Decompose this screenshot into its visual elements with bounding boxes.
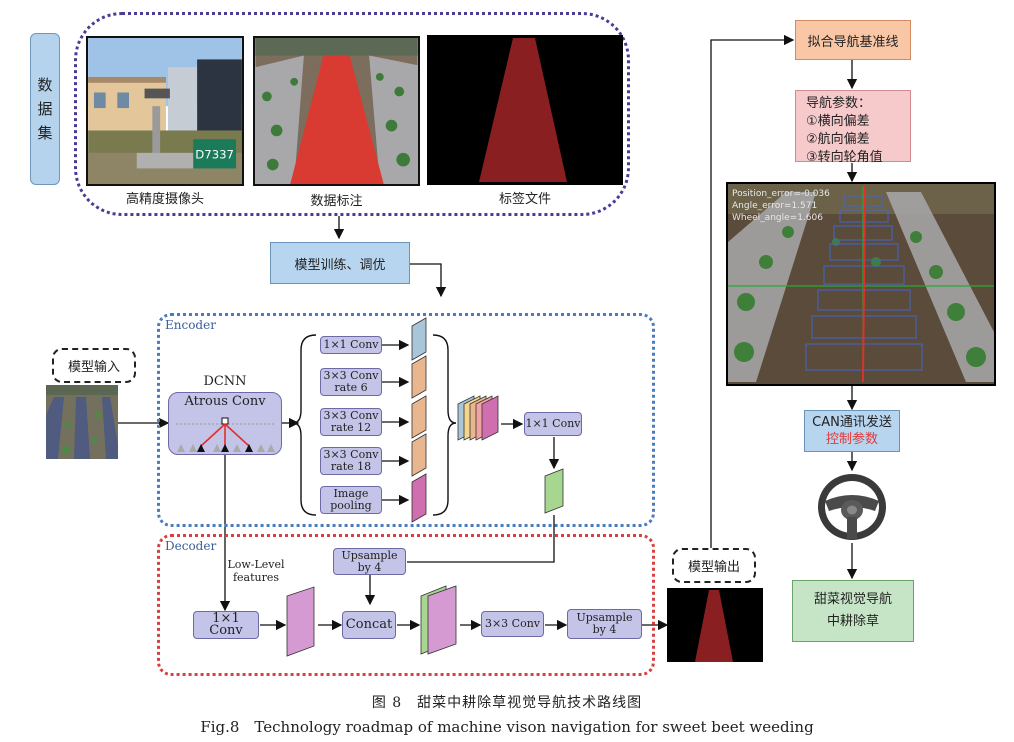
feature-map-rate12: [411, 395, 427, 439]
branch-3x3-rate18: 3×3 Conv rate 18: [320, 447, 382, 475]
upsample-by4-output: Upsample by 4: [567, 609, 642, 639]
encoder-section: [157, 313, 655, 527]
encoder-feature-maps: [411, 317, 499, 523]
branch-label-line2: rate 12: [330, 421, 372, 434]
decoder-3x3-conv-label: 3×3 Conv: [484, 617, 541, 630]
feature-map-pooling: [411, 473, 427, 523]
concat-label: Concat: [345, 617, 393, 632]
nav-params-box: 导航参数： ①横向偏差 ②航向偏差 ③转向轮角值: [795, 90, 911, 165]
low-level-line2: features: [232, 571, 280, 584]
encoder-output-feature: [544, 468, 564, 514]
license-plate-text: D7337: [195, 148, 234, 162]
result-line2: 中耕除草: [826, 614, 879, 629]
label-mask-image: [427, 35, 623, 185]
overlay-wheel-angle: Wheel_angle=1.606: [732, 213, 823, 223]
navigation-result-image: Position_error=-0.036 Angle_error=1.571 …: [726, 182, 996, 386]
dataset-label-char: 数: [37, 76, 53, 94]
nav-params-title: 导航参数：: [806, 96, 872, 111]
camera-photo: D7337: [86, 36, 244, 186]
branch-label-line1: 3×3 Conv: [323, 448, 379, 461]
decoder-label: Decoder: [165, 539, 217, 553]
model-training-box: 模型训练、调优: [270, 242, 410, 284]
annotation-photo: [253, 36, 420, 186]
atrous-conv-label: Atrous Conv: [184, 394, 266, 409]
upsample-by4-top: Upsample by 4: [333, 548, 406, 575]
overlay-angle-error: Angle_error=1.571: [732, 201, 817, 211]
feature-map-rate18: [411, 433, 427, 477]
branch-image-pooling: Image pooling: [320, 486, 382, 514]
model-input-image: [46, 385, 118, 459]
nav-param-item: ①横向偏差: [806, 114, 870, 129]
dcnn-title: DCNN: [203, 374, 247, 389]
steering-wheel-icon: [818, 474, 886, 540]
branch-3x3-rate12: 3×3 Conv rate 12: [320, 408, 382, 436]
decoder-3x3-conv: 3×3 Conv: [481, 611, 544, 637]
figure-caption-cn: 图 8 甜菜中耕除草视觉导航技术路线图: [371, 695, 643, 711]
overlay-position-error: Position_error=-0.036: [732, 189, 830, 199]
branch-label-line1: 3×3 Conv: [323, 369, 379, 382]
feature-map-rate6: [411, 355, 427, 399]
branch-label-line1: 3×3 Conv: [323, 409, 379, 422]
atrous-kernel-diagram: [176, 417, 275, 452]
concat-stack-layer: [481, 395, 499, 441]
branch-label-line2: rate 6: [334, 381, 368, 394]
can-send-line2: 控制参数: [825, 432, 878, 447]
result-box: 甜菜视觉导航 中耕除草: [792, 580, 914, 642]
decoder-1x1-conv: 1×1 Conv: [193, 611, 259, 639]
decoder-section: [157, 534, 655, 676]
camera-caption: 高精度摄像头: [125, 192, 204, 207]
model-input-label: 模型输入: [52, 348, 136, 383]
model-output-image: [667, 588, 763, 662]
concat-block: Concat: [342, 611, 396, 639]
label-file-caption: 标签文件: [498, 192, 551, 207]
figure-caption-en: Fig.8 Technology roadmap of machine viso…: [200, 718, 814, 736]
low-level-line1: Low-Level: [227, 558, 285, 571]
can-send-line1: CAN通讯发送: [812, 415, 892, 430]
merge-1x1-conv: 1×1 Conv: [524, 412, 582, 436]
feature-map-1x1: [411, 317, 427, 361]
can-send-box: CAN通讯发送 控制参数: [804, 410, 900, 452]
decoder-concat-feature: [420, 585, 457, 655]
decoder-low-level-feature: [286, 586, 315, 657]
decoder-1x1-conv-label: 1×1 Conv: [209, 611, 243, 638]
upsample-out-line2: by 4: [592, 623, 617, 636]
nav-param-item: ③转向轮角值: [806, 150, 883, 165]
upsample-top-line2: by 4: [357, 560, 382, 574]
dataset-group: [74, 12, 630, 216]
dataset-label-char: 据: [37, 100, 53, 118]
branch-label-line2: rate 18: [330, 460, 372, 473]
dataset-label-char: 集: [37, 124, 53, 142]
dataset-label: 数 据 集: [30, 33, 60, 185]
encoder-label: Encoder: [165, 318, 216, 332]
branch-3x3-rate6: 3×3 Conv rate 6: [320, 368, 382, 396]
upsample-out-line1: Upsample: [576, 611, 633, 624]
branch-label-line2: pooling: [330, 499, 372, 512]
branch-label-line1: Image: [333, 487, 369, 500]
annotation-caption: 数据标注: [310, 194, 363, 209]
model-output-label: 模型输出: [672, 548, 756, 583]
low-level-features-label: Low-Level features: [226, 558, 286, 584]
result-line1: 甜菜视觉导航: [813, 592, 892, 607]
upsample-top-line1: Upsample: [341, 548, 398, 562]
fit-baseline-box: 拟合导航基准线: [795, 20, 911, 60]
nav-param-item: ②航向偏差: [806, 132, 870, 147]
branch-1x1-conv-label: 1×1 Conv: [323, 338, 379, 351]
branch-1x1-conv: 1×1 Conv: [320, 336, 382, 354]
merge-1x1-conv-label: 1×1 Conv: [525, 417, 581, 430]
